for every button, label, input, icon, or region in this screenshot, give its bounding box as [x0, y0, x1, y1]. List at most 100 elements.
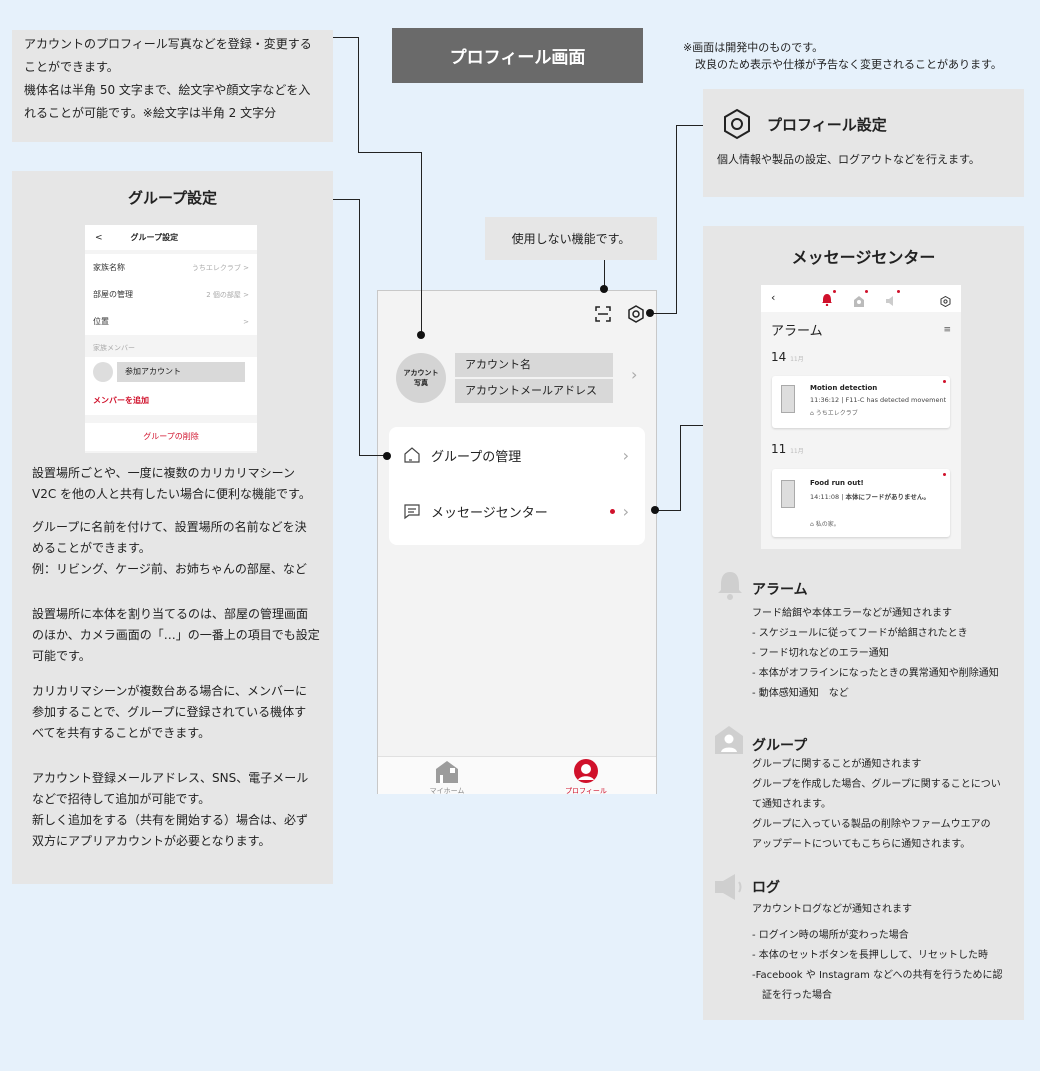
back-icon[interactable]: <	[95, 232, 103, 243]
date-month: 11月	[790, 356, 804, 363]
bell-tab-icon[interactable]	[821, 291, 833, 310]
member-row[interactable]: 参加アカウント	[85, 357, 257, 387]
connector-dot	[600, 285, 608, 293]
account-note-line: アカウントのプロフィール写真などを登録・変更する	[24, 37, 312, 51]
row-value: うちエレクラブ >	[191, 263, 249, 272]
tab-profile[interactable]: プロフィール	[562, 759, 610, 795]
text-line: グループに名前を付けて、設置場所の名前などを決	[32, 520, 307, 534]
text-line: アカウントログなどが通知されます	[752, 904, 912, 915]
connector-line	[333, 37, 359, 38]
settings-gear-icon[interactable]	[627, 305, 645, 323]
connector-line	[421, 152, 422, 335]
text-line: 双方にアプリアカウントが必要となります。	[32, 834, 271, 848]
bell-icon	[715, 569, 745, 601]
connector-dot	[651, 506, 659, 514]
scan-icon[interactable]	[595, 306, 611, 322]
date-month: 11月	[790, 448, 804, 455]
message-title: Food run out!	[810, 479, 864, 487]
member-name: 参加アカウント	[117, 362, 245, 382]
menu-item-message-center[interactable]: メッセージセンター ›	[389, 483, 645, 539]
connector-line	[655, 510, 681, 511]
text-line: 証を行った場合	[752, 990, 832, 1001]
profile-settings-panel: プロフィール設定 個人情報や製品の設定、ログアウトなどを行えます。	[703, 89, 1024, 197]
row-value: 2 個の部屋 >	[206, 290, 249, 299]
connector-dot	[417, 331, 425, 339]
connector-line	[680, 425, 681, 511]
speaker-tab-icon[interactable]	[885, 292, 897, 311]
date-day: 14	[771, 350, 787, 364]
message-time: 14:11:08 |	[810, 493, 846, 501]
date-day: 11	[771, 442, 787, 456]
row-value: >	[243, 317, 249, 326]
tab-label: マイホーム	[429, 787, 465, 795]
menu-item-group-manage[interactable]: グループの管理 ›	[389, 427, 645, 483]
delete-group-button[interactable]: グループの削除	[85, 423, 257, 451]
row-label: 位置	[93, 317, 109, 326]
text-line: - 本体のセットボタンを長押しして、リセットした時	[752, 950, 988, 961]
text-line: 参加することで、グループに登録されている機体す	[32, 705, 307, 719]
group-panel-title: グループ設定	[127, 189, 218, 207]
menu-label: メッセージセンター	[431, 505, 548, 521]
message-card[interactable]: Motion detection 11:36:12 | F11-C has de…	[772, 376, 950, 428]
home-name: うちエレクラブ	[815, 410, 858, 417]
text-line: アカウント登録メールアドレス、SNS、電子メール	[32, 771, 309, 785]
unread-dot	[897, 290, 900, 293]
message-body: 11:36:12 | F11-C has detected movement	[810, 396, 947, 404]
connector-line	[333, 199, 360, 200]
section-body-log: アカウントログなどが通知されます - ログイン時の場所が変わった場合 - 本体の…	[752, 900, 1003, 1006]
section-title-log: ログ	[752, 880, 780, 896]
message-center-panel: メッセージセンター ‹ アラーム ≡ 14 11月 Motion d	[703, 226, 1024, 1020]
avatar[interactable]: アカウント写真	[396, 353, 446, 403]
unread-dot	[865, 290, 868, 293]
text-line: などで招待して追加が可能です。	[32, 792, 211, 806]
profile-settings-desc: 個人情報や製品の設定、ログアウトなどを行えます。	[717, 153, 980, 166]
account-note: アカウントのプロフィール写真などを登録・変更する ことができます。 機体名は半角…	[12, 30, 333, 142]
bottom-tab-bar: マイホーム プロフィール	[378, 756, 656, 795]
text-line: めることができます。	[32, 541, 151, 555]
text-line: グループに関することが通知されます	[752, 759, 922, 770]
connector-line	[358, 37, 359, 153]
group-name-row[interactable]: 家族名称うちエレクラブ >	[85, 254, 257, 281]
connector-line	[650, 313, 677, 314]
text-line: 設置場所に本体を割り当てるのは、部屋の管理画面	[32, 607, 309, 621]
unread-dot	[943, 380, 946, 383]
group-paragraphs: 設置場所ごとや、一度に複数のカリカリマシーン V2C を他の人と共有したい場合に…	[32, 463, 322, 852]
account-note-line: ことができます。	[24, 60, 119, 74]
connector-line	[680, 425, 703, 426]
unused-note-text: 使用しない機能です。	[511, 232, 631, 246]
text-line: べてを共有することができます。	[32, 726, 211, 740]
message-bold: 本体にフードがありません。	[845, 493, 930, 501]
unread-dot	[833, 290, 836, 293]
connector-line	[358, 152, 422, 153]
text-line: V2C を他の人と共有したい場合に便利な機能です。	[32, 487, 311, 501]
chevron-right-icon[interactable]: ›	[631, 365, 638, 384]
message-center-screenshot: ‹ アラーム ≡ 14 11月 Motion detection 11:36:1…	[761, 285, 961, 549]
location-row[interactable]: 位置 >	[85, 308, 257, 335]
group-tab-icon[interactable]	[853, 292, 865, 311]
tab-label: プロフィール	[565, 787, 607, 795]
message-body: 14:11:08 | 本体にフードがありません。	[810, 491, 930, 501]
message-icon	[403, 502, 421, 520]
text-line: - スケジュールに従ってフードが給餌されたとき	[752, 628, 968, 639]
account-email[interactable]: アカウントメールアドレス	[455, 379, 613, 403]
phone-screen: アカウント写真 アカウント名 アカウントメールアドレス › グループの管理 › …	[377, 290, 657, 795]
section-body-group: グループに関することが通知されます グループを作成した場合、グループに関すること…	[752, 755, 1001, 855]
device-icon	[781, 385, 795, 413]
text-line: のほか、カメラ画面の「…」の一番上の項目でも設定	[32, 628, 320, 642]
message-home: ⌂ 私の家。	[810, 521, 840, 528]
gear-icon[interactable]	[940, 292, 951, 311]
message-card[interactable]: Food run out! 14:11:08 | 本体にフードがありません。 ⌂…	[772, 469, 950, 537]
text-line: - ログイン時の場所が変わった場合	[752, 930, 909, 941]
tab-my-home[interactable]: マイホーム	[423, 759, 471, 795]
speaker-icon	[713, 873, 747, 901]
back-icon[interactable]: ‹	[771, 291, 776, 304]
list-filter-icon[interactable]: ≡	[943, 325, 951, 335]
page-title: プロフィール画面	[392, 28, 643, 83]
paragraph: カリカリマシーンが複数台ある場合に、メンバーに 参加することで、グループに登録さ…	[32, 681, 322, 744]
add-member-button[interactable]: メンバーを追加	[85, 387, 257, 415]
unread-dot	[943, 473, 946, 476]
account-name[interactable]: アカウント名	[455, 353, 613, 377]
text-line: て通知されます。	[752, 799, 831, 810]
